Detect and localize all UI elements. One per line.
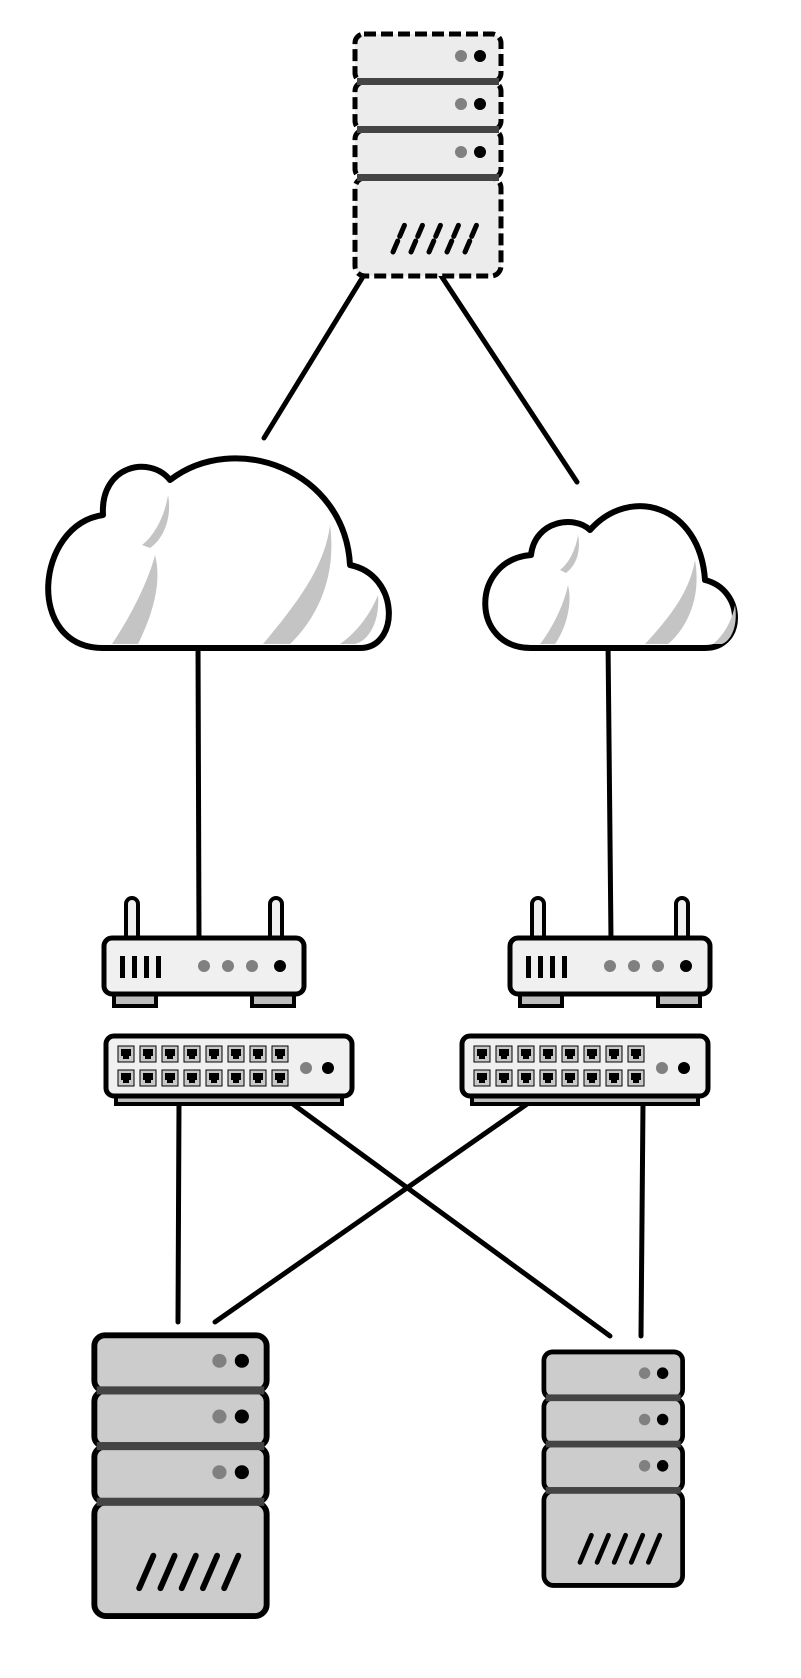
edge-switch-right-server-bottom-right: [638, 1099, 646, 1339]
edge-switch-left-server-bottom-left: [175, 1099, 182, 1325]
router-left-icon: [104, 898, 304, 1006]
top-server-icon: [355, 34, 501, 276]
edge-cloud-right-router-right: [605, 637, 614, 943]
edge-switch-left-server-bottom-right: [287, 1099, 613, 1339]
cloud-right-icon: [482, 503, 738, 651]
switch-left-icon: [106, 1036, 352, 1104]
edge-switch-right-server-bottom-left: [212, 1099, 533, 1325]
connection-lines: [175, 259, 646, 1339]
cloud-left-icon: [45, 455, 392, 651]
server-bottom-left-icon: [94, 1335, 266, 1616]
server-bottom-right-icon: [544, 1352, 683, 1586]
switch-right-icon: [462, 1036, 708, 1104]
edge-cloud-left-router-left: [195, 637, 202, 943]
edge-top-server-cloud-right: [429, 259, 580, 485]
edge-top-server-cloud-left: [261, 259, 375, 441]
